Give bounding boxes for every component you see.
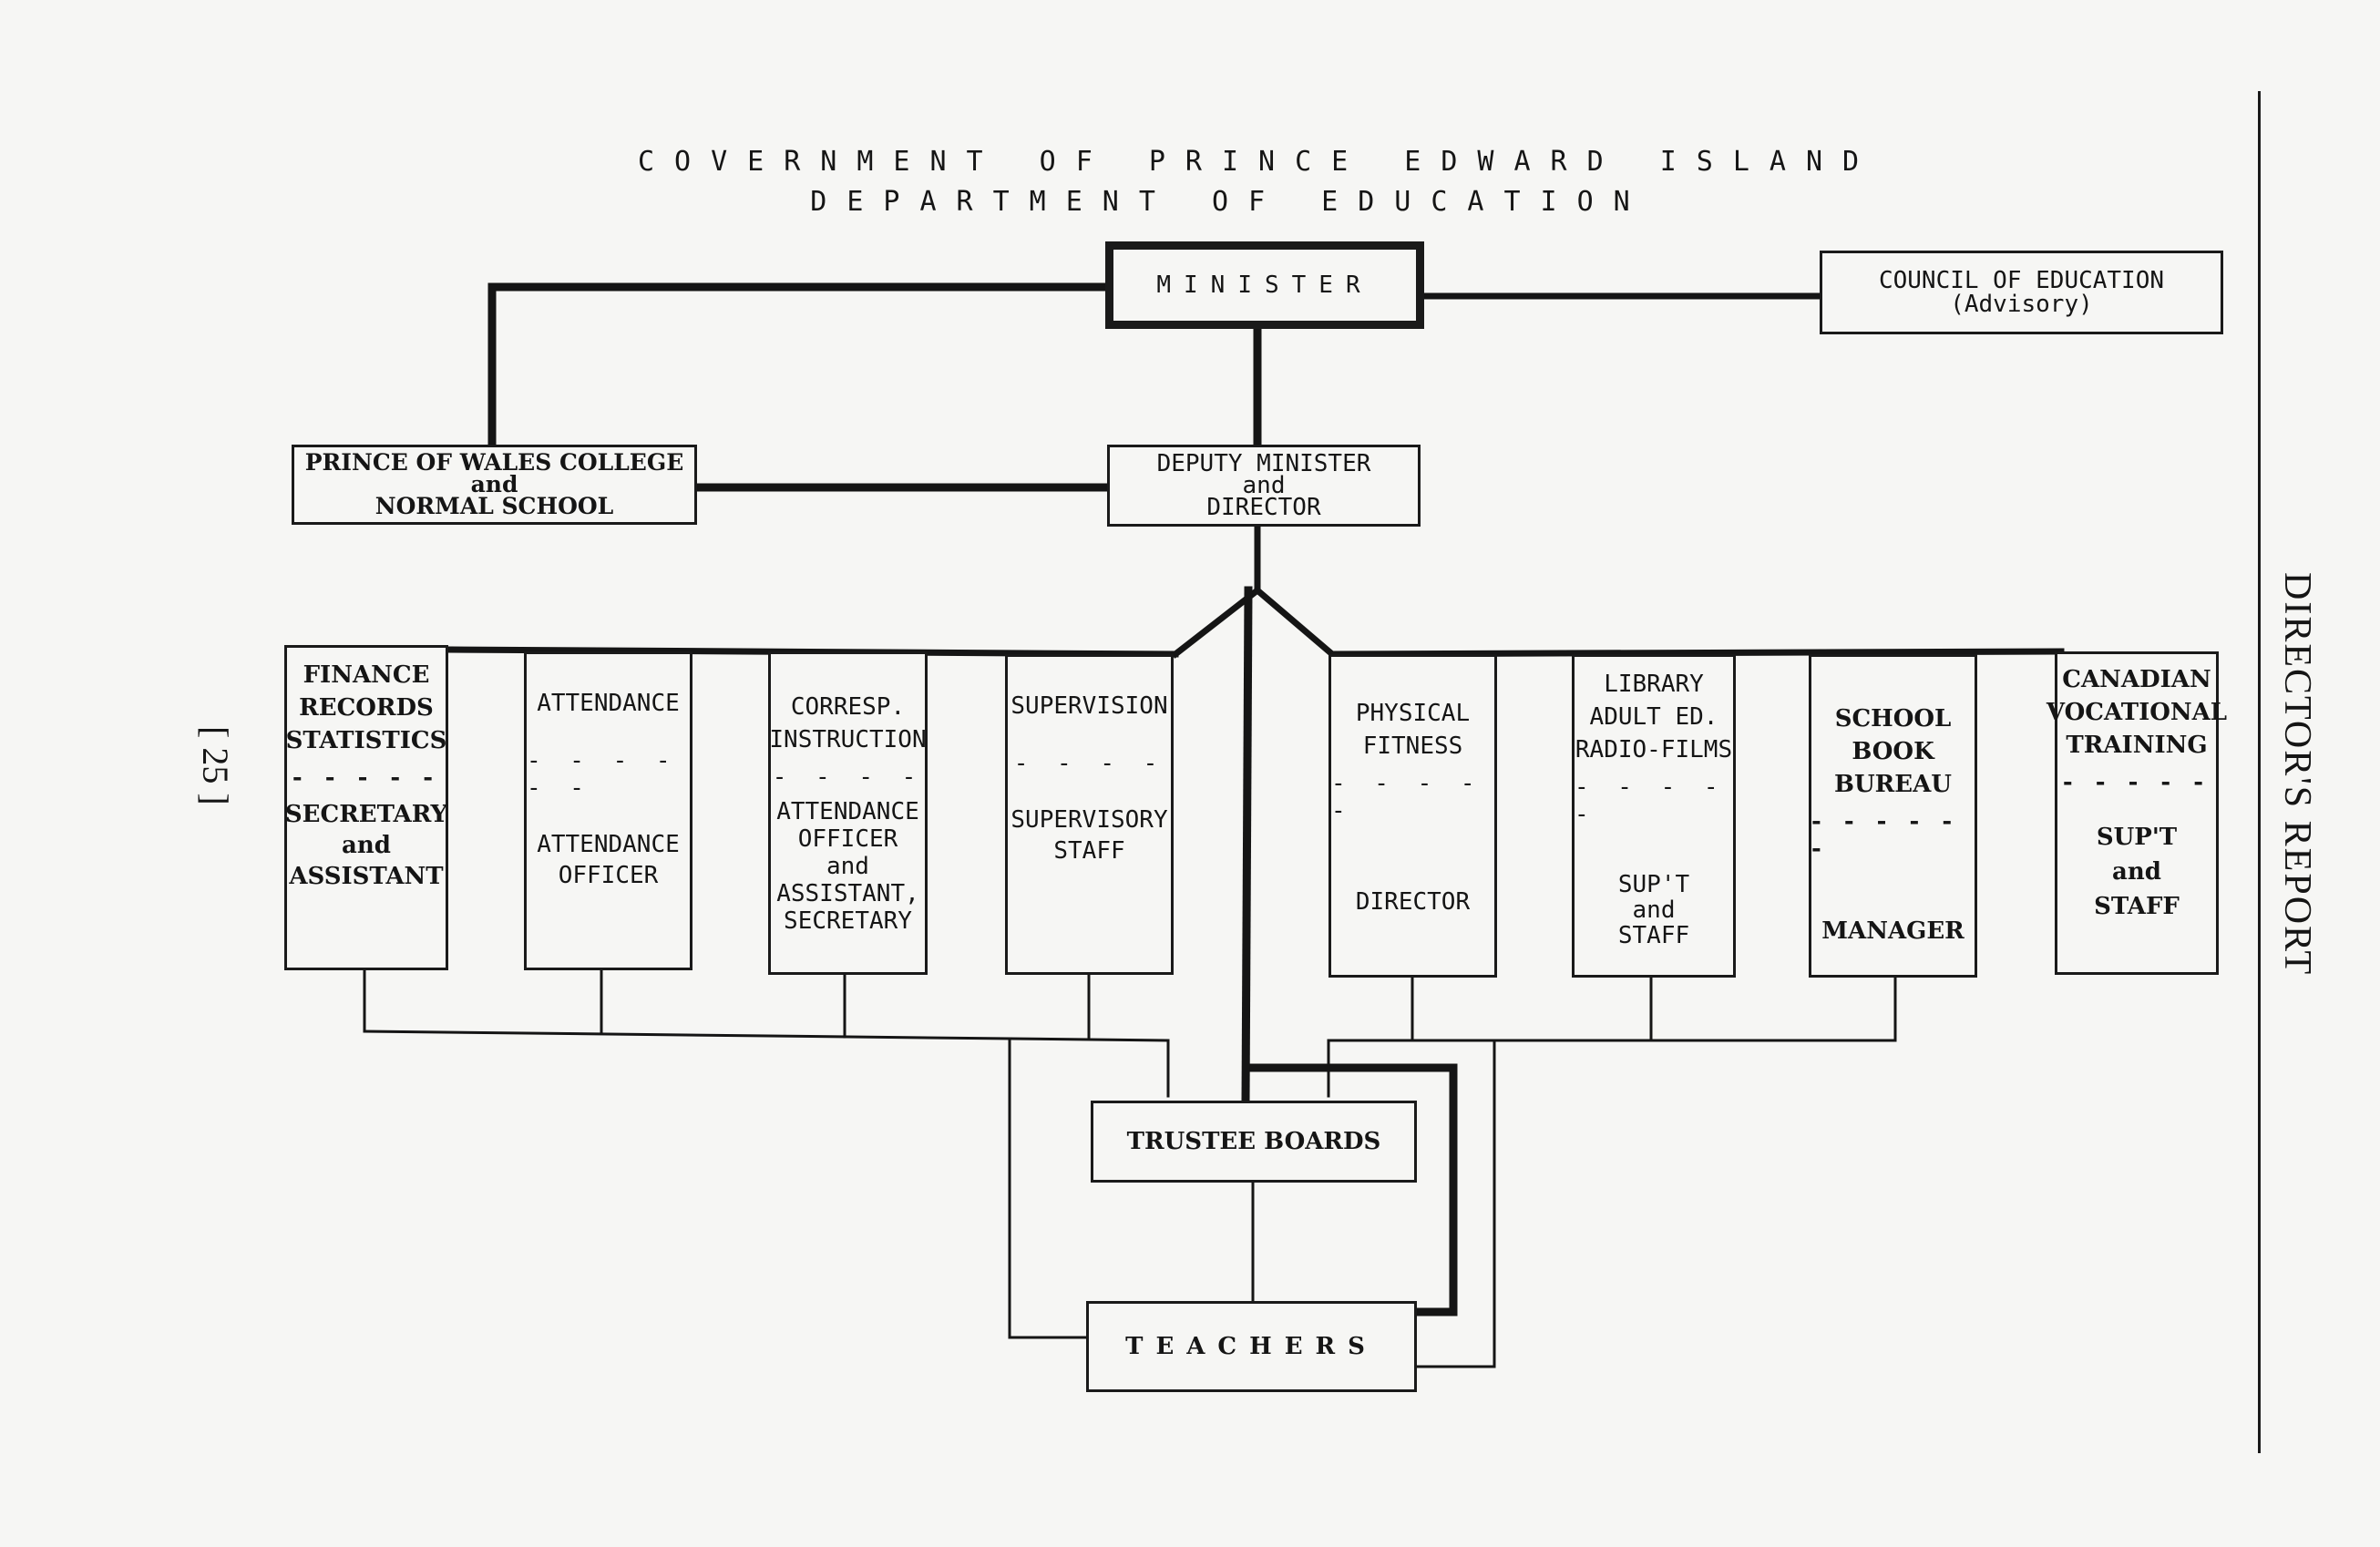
trustee-boards-box[interactable]: TRUSTEE BOARDS bbox=[1091, 1101, 1417, 1183]
college-sublabel: NORMAL SCHOOL bbox=[374, 493, 614, 519]
dept-bureau-head-1: SCHOOL BOOK bbox=[1834, 705, 1952, 765]
dept-corresp-staff-1: ATTENDANCE bbox=[776, 798, 919, 825]
deputy-trustee-line bbox=[1241, 586, 1253, 1105]
dept-finance[interactable]: FINANCE RECORDS STATISTICS - - - - - SEC… bbox=[284, 645, 448, 970]
dept-library-staff-2: and bbox=[1632, 896, 1676, 924]
dept-bureau-divider: - - - - - - bbox=[1811, 808, 1960, 863]
dept-library-divider: - - - - - bbox=[1575, 774, 1726, 828]
dept-supervision-divider: - - - - bbox=[1013, 750, 1165, 777]
page-number: [ 25 ] bbox=[195, 725, 236, 805]
dept-finance-head-2: RECORDS bbox=[299, 694, 434, 722]
dept-correspondence[interactable]: CORRESP. INSTRUCTION - - - - ATTENDANCE … bbox=[768, 651, 928, 975]
council-sublabel: (Advisory) bbox=[1950, 291, 2093, 318]
dept-canadian-vocational[interactable]: CANADIAN VOCATIONAL TRAINING - - - - - S… bbox=[2047, 651, 2227, 975]
dept-physical-fitness[interactable]: PHYSICAL FITNESS - - - - - DIRECTOR bbox=[1328, 654, 1497, 978]
dept-attendance-divider: - - - - - - bbox=[527, 747, 678, 802]
dept-corresp-staff-5: SECRETARY bbox=[784, 907, 912, 935]
dept-finance-divider: - - - - - bbox=[292, 764, 441, 792]
dept-attendance-staff-1: ATTENDANCE bbox=[537, 831, 680, 858]
fork-right-diagonal bbox=[1253, 586, 1337, 659]
dept-vocational-staff-3: STAFF bbox=[2094, 893, 2180, 920]
dept-fitness-head-1: PHYSICAL bbox=[1355, 700, 1471, 727]
teachers-label: TEACHERS bbox=[1125, 1333, 1378, 1360]
dept-supervision[interactable]: SUPERVISION - - - - SUPERVISORY STAFF bbox=[1005, 654, 1174, 975]
dept-fitness-head-2: FITNESS bbox=[1362, 733, 1463, 760]
dept-corresp-staff-2: OFFICER bbox=[797, 825, 898, 853]
dept-school-book-bureau[interactable]: SCHOOL BOOK BUREAU - - - - - - MANAGER bbox=[1809, 654, 1977, 978]
deputy-label: DEPUTY MINISTER bbox=[1156, 450, 1371, 477]
minister-box[interactable]: MINISTER bbox=[1105, 241, 1424, 329]
dept-fitness-divider: - - - - - bbox=[1331, 770, 1482, 825]
dept-library-staff-3: STAFF bbox=[1617, 922, 1690, 949]
dept-supervision-head: SUPERVISION bbox=[1010, 692, 1168, 720]
right-department-bus bbox=[1328, 648, 2065, 658]
header-line-2: DEPARTMENT OF EDUCATION bbox=[810, 186, 1650, 218]
teachers-box[interactable]: TEACHERS bbox=[1086, 1301, 1417, 1392]
dept-library-head-2: ADULT ED. bbox=[1589, 703, 1718, 731]
dept-bureau-staff: MANAGER bbox=[1821, 917, 1965, 945]
minister-college-line bbox=[487, 282, 1112, 449]
dept-corresp-staff-4: ASSISTANT, bbox=[776, 880, 919, 907]
dept-finance-head-3: STATISTICS bbox=[285, 727, 447, 754]
dept-corresp-staff-3: and bbox=[826, 853, 869, 880]
heavy-teachers-loop bbox=[1244, 1063, 1458, 1316]
dept-library-head-3: RADIO-FILMS bbox=[1575, 736, 1733, 763]
dept-supervision-staff-1: SUPERVISORY bbox=[1010, 806, 1168, 834]
dept-library-head-1: LIBRARY bbox=[1604, 671, 1704, 698]
dept-bureau-head-2: BUREAU bbox=[1834, 771, 1952, 798]
trustee-label: TRUSTEE BOARDS bbox=[1126, 1128, 1381, 1155]
deputy-and: and bbox=[1242, 472, 1286, 499]
dept-attendance-staff-2: OFFICER bbox=[558, 862, 659, 889]
council-label: COUNCIL OF EDUCATION bbox=[1878, 267, 2165, 294]
dept-finance-staff-2: and bbox=[342, 832, 391, 859]
dept-finance-staff-1: SECRETARY bbox=[284, 801, 448, 828]
dept-library-staff-1: SUP'T bbox=[1617, 871, 1690, 898]
dept-vocational-head-1: CANADIAN bbox=[2062, 666, 2211, 693]
dept-library[interactable]: LIBRARY ADULT ED. RADIO-FILMS - - - - - … bbox=[1572, 654, 1736, 978]
dept-finance-head-1: FINANCE bbox=[303, 661, 430, 689]
college-and: and bbox=[470, 471, 518, 497]
dept-corresp-head-1: CORRESP. bbox=[790, 693, 906, 721]
deputy-sublabel: DIRECTOR bbox=[1206, 494, 1321, 521]
council-box[interactable]: COUNCIL OF EDUCATION (Advisory) bbox=[1820, 251, 2223, 334]
dept-vocational-staff-2: and bbox=[2112, 858, 2161, 886]
dept-corresp-divider: - - - - bbox=[772, 763, 924, 791]
dept-fitness-staff: DIRECTOR bbox=[1355, 888, 1471, 916]
dept-supervision-staff-2: STAFF bbox=[1053, 837, 1125, 865]
header-line-1: COVERNMENT OF PRINCE EDWARD ISLAND bbox=[638, 146, 1880, 178]
deputy-minister-box[interactable]: DEPUTY MINISTER and DIRECTOR bbox=[1107, 445, 1421, 527]
dept-attendance-head: ATTENDANCE bbox=[537, 690, 680, 717]
dept-vocational-staff-1: SUP'T bbox=[2096, 824, 2178, 851]
fork-left-diagonal bbox=[1171, 586, 1262, 659]
dept-vocational-divider: - - - - - bbox=[2062, 769, 2211, 796]
dept-vocational-head-2: VOCATIONAL bbox=[2046, 699, 2228, 726]
dept-corresp-head-2: INSTRUCTION bbox=[769, 726, 927, 753]
dept-finance-staff-3: ASSISTANT bbox=[289, 863, 444, 890]
dept-attendance[interactable]: ATTENDANCE - - - - - - ATTENDANCE OFFICE… bbox=[524, 651, 692, 970]
dept-vocational-head-3: TRAINING bbox=[2066, 732, 2208, 759]
minister-label: MINISTER bbox=[1156, 271, 1373, 299]
college-label: PRINCE OF WALES COLLEGE bbox=[304, 449, 684, 476]
college-box[interactable]: PRINCE OF WALES COLLEGE and NORMAL SCHOO… bbox=[292, 445, 697, 525]
right-rule bbox=[2258, 91, 2261, 1453]
side-title: DIRECTOR'S REPORT bbox=[2276, 572, 2318, 977]
